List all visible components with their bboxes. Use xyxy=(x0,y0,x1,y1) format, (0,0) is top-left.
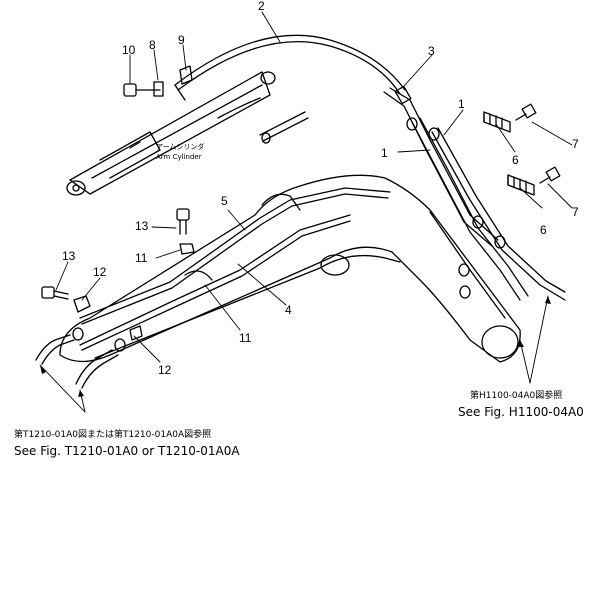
ref-left-jp: 第T1210-01A0図または第T1210-01A0A図参照 xyxy=(14,428,211,440)
callout-6-upper: 6 xyxy=(512,153,519,167)
pipe-1 xyxy=(406,117,566,301)
reference-captions: 第H1100-04A0図参照 See Fig. H1100-04A0 第T121… xyxy=(14,389,584,458)
clamp-6 xyxy=(483,111,535,196)
arm-cylinder xyxy=(66,71,276,196)
arm-cylinder-en: Arm Cylinder xyxy=(156,153,202,161)
callout-12-lower: 12 xyxy=(158,363,172,377)
boom xyxy=(59,174,521,363)
callout-12-upper: 12 xyxy=(93,265,107,279)
callout-3: 3 xyxy=(428,44,435,58)
callout-9: 9 xyxy=(178,33,185,47)
hose-2 xyxy=(174,34,406,119)
callout-11-upper: 11 xyxy=(135,251,148,265)
ref-right-en: See Fig. H1100-04A0 xyxy=(458,405,584,419)
lower-hoses xyxy=(35,327,126,389)
arm-cylinder-jp: アームシリンダ xyxy=(156,142,204,151)
callout-10: 10 xyxy=(122,43,136,57)
hose-3 xyxy=(383,85,499,247)
arm-cylinder-label: アームシリンダ Arm Cylinder xyxy=(156,142,204,161)
callout-13-upper: 13 xyxy=(135,219,149,233)
callout-1-upper: 1 xyxy=(458,97,465,111)
callout-1-lower: 1 xyxy=(381,146,388,160)
callout-2: 2 xyxy=(258,0,265,13)
clamp-12 xyxy=(73,295,143,341)
arrow-heads xyxy=(40,296,551,397)
callout-8: 8 xyxy=(149,38,156,52)
clip-9 xyxy=(179,65,193,85)
leader-lines xyxy=(39,11,573,413)
bolt-13-lower xyxy=(41,286,69,300)
clamp-11 xyxy=(179,243,195,255)
callout-5: 5 xyxy=(221,194,228,208)
callout-13-lower: 13 xyxy=(62,249,76,263)
ref-left-en: See Fig. T1210-01A0 or T1210-01A0A xyxy=(14,444,240,458)
bolt-13-upper xyxy=(176,208,190,235)
callout-4: 4 xyxy=(285,303,292,317)
ref-right-jp: 第H1100-04A0図参照 xyxy=(470,389,562,401)
bolt-7 xyxy=(515,103,561,184)
callout-6-lower: 6 xyxy=(540,223,547,237)
callout-7-lower: 7 xyxy=(572,205,579,219)
nut-8 xyxy=(153,81,164,97)
short-hose xyxy=(259,111,309,144)
callouts: 2 3 1 1 6 6 7 7 8 9 10 13 11 5 4 11 13 1… xyxy=(62,0,579,377)
hose-4-5 xyxy=(79,187,391,351)
callout-11-lower: 11 xyxy=(239,331,252,345)
callout-7-upper: 7 xyxy=(572,137,579,151)
